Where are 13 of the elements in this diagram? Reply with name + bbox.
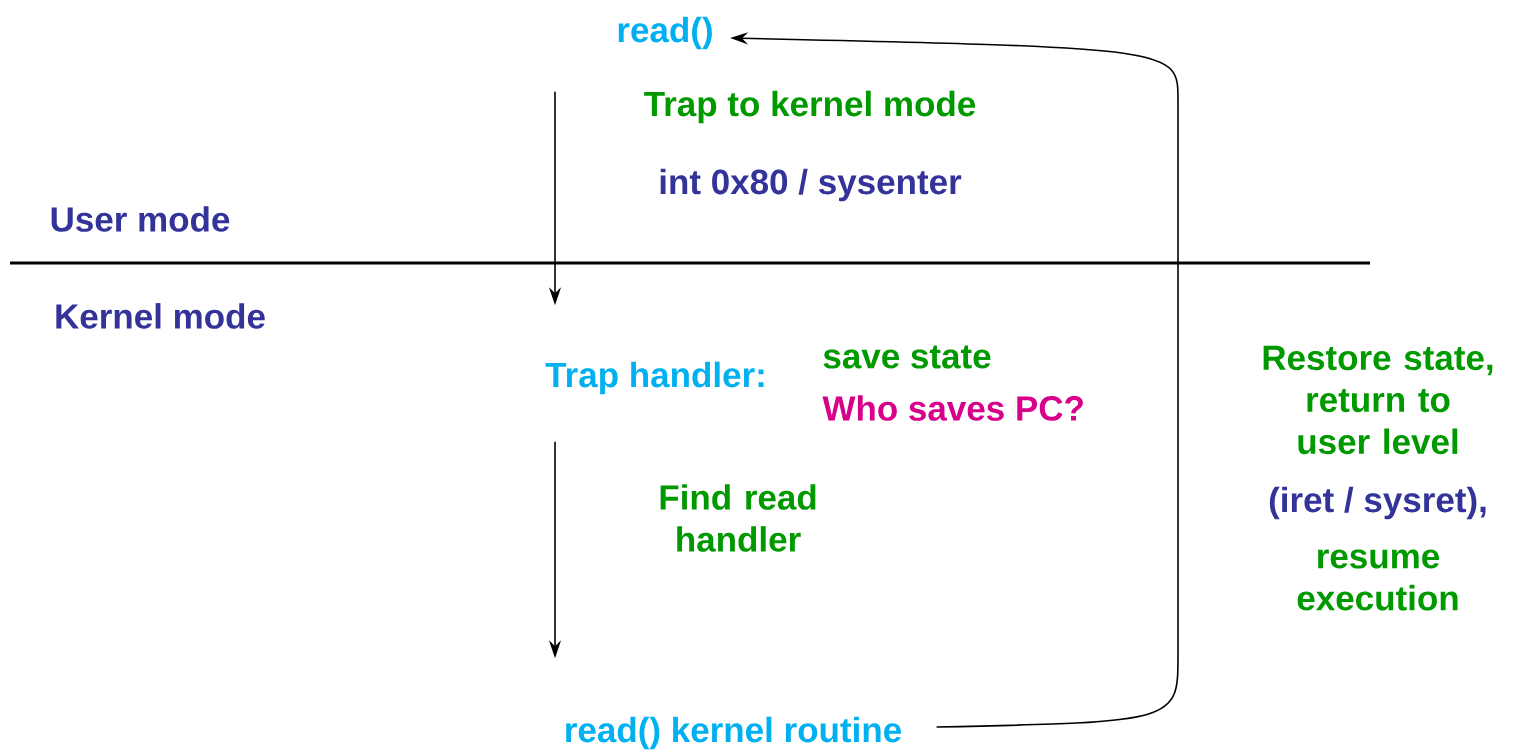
note-text: (iret / sysret), [1269, 486, 1486, 520]
note-text: resume execution [1297, 549, 1458, 611]
edge-label: Restore state, return to user level [1263, 345, 1493, 455]
note-text: int 0x80 / sysenter [660, 168, 962, 202]
code-label: Trap handler: [545, 361, 764, 395]
note-text: Who saves PC? [822, 395, 1083, 421]
edge-label: Find read handler [660, 484, 816, 552]
edge-label: Trap to kernel mode [644, 90, 976, 124]
mode-label: User mode [51, 206, 230, 232]
mode-label: Kernel mode [56, 303, 265, 329]
code-label: read() kernel routine [566, 716, 901, 750]
note-text: save state [823, 345, 991, 369]
code-label: read() [618, 16, 712, 50]
